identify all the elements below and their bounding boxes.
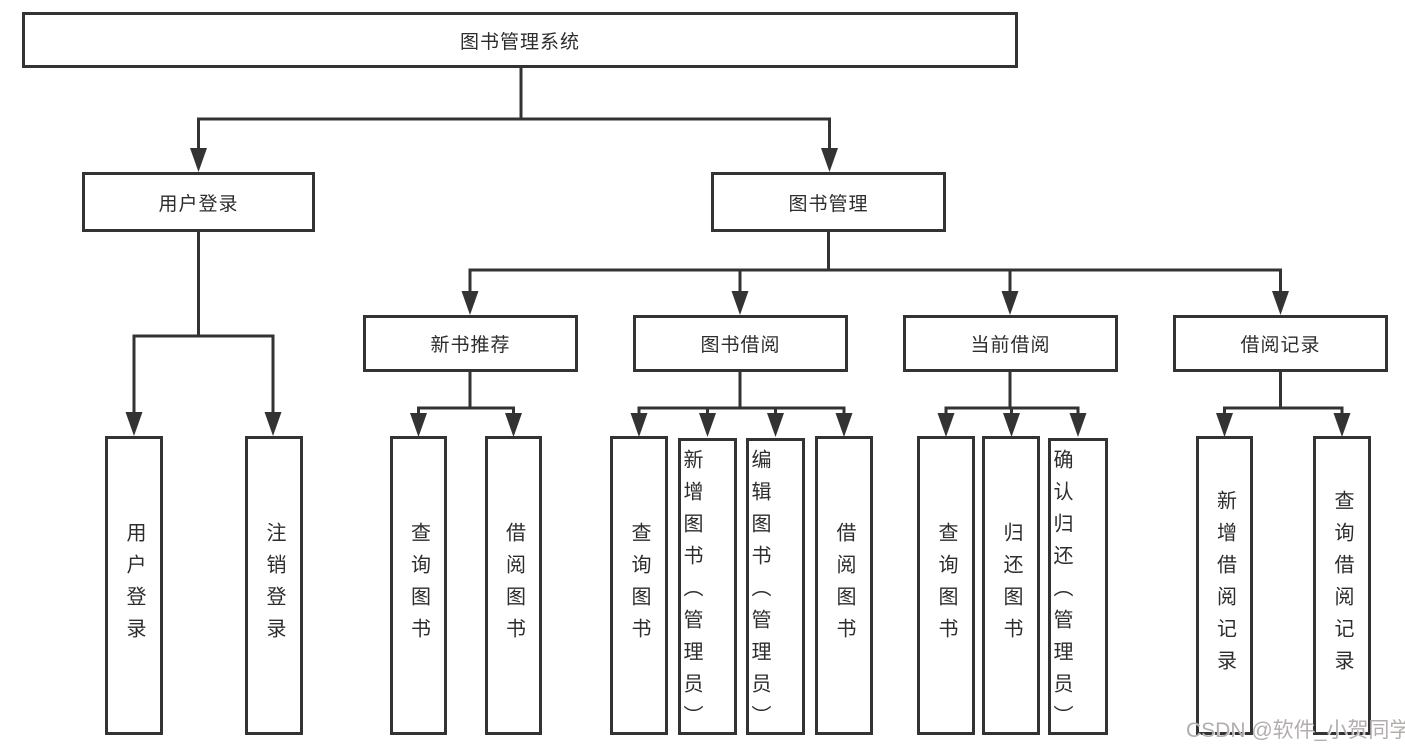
connector — [132, 231, 275, 414]
connector — [944, 371, 1080, 416]
watermark: CSDN @软件_小贺同学 — [1186, 719, 1405, 742]
leaf-label: 查询图书 — [935, 521, 957, 650]
arrow-down-icon — [1216, 413, 1233, 437]
arrow-down-icon — [630, 413, 648, 437]
arrow-down-icon — [1272, 291, 1289, 315]
node-label: 图书借阅 — [700, 335, 781, 356]
leaf-label: 新增图书（管理员） — [680, 449, 702, 737]
leaf-label: 借阅图书 — [833, 521, 855, 650]
arrow-down-icon — [767, 413, 784, 437]
connector — [417, 371, 515, 416]
leaf-label: 新增借阅记录 — [1213, 489, 1236, 682]
arrow-down-icon — [410, 413, 427, 437]
leaf-current-return-books: 归还图书 — [982, 436, 1040, 735]
connector — [468, 231, 1282, 293]
leaf-label: 注销登录 — [263, 521, 285, 650]
node-current-borrow: 当前借阅 — [903, 315, 1118, 372]
leaf-label: 归还图书 — [1000, 521, 1022, 650]
connector — [637, 371, 846, 416]
leaf-current-query-books: 查询图书 — [917, 436, 975, 735]
node-label: 借阅记录 — [1240, 335, 1321, 356]
arrow-down-icon — [461, 291, 479, 315]
leaf-newbooks-query-books: 查询图书 — [390, 436, 447, 735]
arrow-down-icon — [731, 291, 749, 315]
leaf-borrow-edit-books-admin: 编辑图书（管理员） — [746, 438, 805, 737]
leaf-label: 借阅图书 — [502, 521, 525, 650]
leaf-label: 用户登录 — [123, 521, 145, 650]
leaf-records-add-record: 新增借阅记录 — [1196, 436, 1253, 735]
node-label: 用户登录 — [158, 193, 239, 215]
connector — [197, 66, 831, 150]
leaf-label: 查询借阅记录 — [1331, 489, 1353, 682]
node-label: 图书管理 — [788, 193, 869, 215]
leaf-label: 确认归还（管理员） — [1050, 449, 1072, 737]
leaf-borrow-query-books: 查询图书 — [610, 436, 668, 735]
leaf-newbooks-borrow-books: 借阅图书 — [485, 436, 542, 735]
arrow-down-icon — [505, 413, 522, 437]
node-label: 当前借阅 — [970, 335, 1051, 356]
connector — [1223, 371, 1344, 416]
leaf-borrow-borrow-books: 借阅图书 — [815, 436, 873, 735]
arrow-down-icon — [1333, 413, 1351, 437]
leaf-current-confirm-return-admin: 确认归还（管理员） — [1048, 438, 1108, 737]
node-borrow-records: 借阅记录 — [1173, 315, 1388, 372]
node-root: 图书管理系统 — [22, 12, 1018, 68]
node-label: 新书推荐 — [430, 335, 511, 356]
node-label: 图书管理系统 — [459, 31, 580, 53]
leaf-label: 查询图书 — [628, 521, 650, 650]
node-book-management: 图书管理 — [711, 172, 946, 232]
arrow-down-icon — [1003, 413, 1020, 437]
node-new-book-recommend: 新书推荐 — [363, 315, 578, 372]
node-user-login: 用户登录 — [82, 172, 315, 232]
leaf-borrow-add-books-admin: 新增图书（管理员） — [678, 438, 737, 737]
leaf-records-query-record: 查询借阅记录 — [1313, 436, 1371, 735]
leaf-user-login: 用户登录 — [105, 436, 163, 735]
arrow-down-icon — [1069, 413, 1087, 437]
leaf-label: 查询图书 — [407, 521, 430, 650]
arrow-down-icon — [821, 148, 838, 172]
arrow-down-icon — [264, 412, 282, 436]
arrow-down-icon — [1001, 291, 1019, 315]
leaf-logout: 注销登录 — [245, 436, 303, 735]
leaf-label: 编辑图书（管理员） — [748, 449, 770, 737]
arrow-down-icon — [699, 413, 716, 437]
arrow-down-icon — [835, 413, 853, 437]
arrow-down-icon — [937, 413, 955, 437]
node-book-borrow: 图书借阅 — [633, 315, 848, 372]
arrow-down-icon — [125, 412, 143, 436]
arrow-down-icon — [190, 148, 207, 172]
